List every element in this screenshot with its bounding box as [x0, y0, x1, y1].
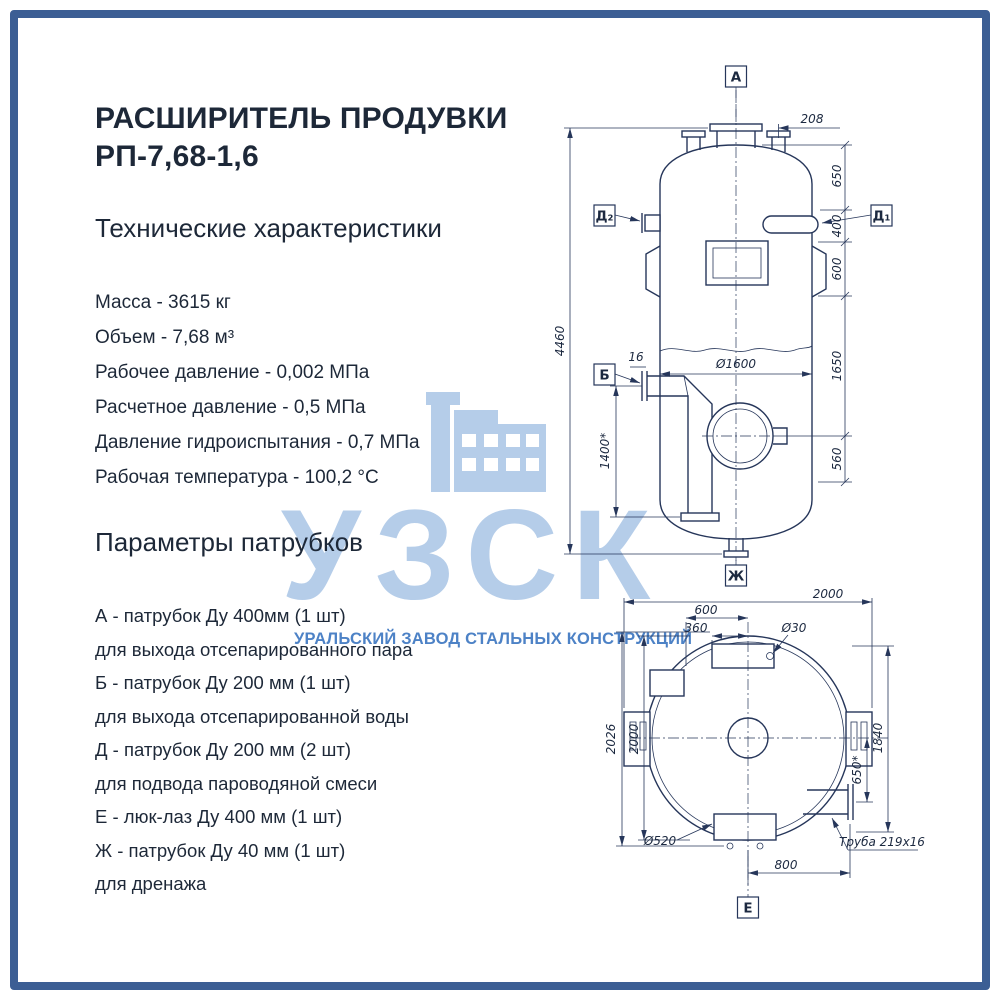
bottom-bracket — [713, 813, 777, 850]
label-d2: Д₂ — [593, 204, 641, 227]
dim-16-label: 16 — [628, 350, 644, 364]
label-d1: Д₁ — [821, 204, 893, 227]
shell-plate-detail — [705, 240, 769, 286]
plan-centerlines — [630, 622, 890, 888]
dim-d1600-label: Ø1600 — [715, 357, 756, 371]
dim-2000-left: 2000 — [627, 635, 690, 841]
dim-208: 208 — [778, 112, 840, 138]
dim-1840-label: 1840 — [871, 722, 885, 753]
dim-600-top-label: 600 — [695, 603, 718, 617]
dim-2000-top: 2000 — [623, 588, 873, 708]
left-bracket — [649, 669, 685, 697]
dim-4460: 4460 — [553, 127, 722, 555]
dim-2026-left: 2026 — [604, 631, 724, 847]
dim-360-top: 360 — [685, 621, 748, 646]
dim-2026-label: 2026 — [604, 723, 618, 754]
label-d2-text: Д₂ — [596, 209, 614, 225]
tech-characteristics-heading: Технические характеристики — [95, 213, 442, 243]
drain-pipe — [803, 784, 854, 820]
dim-d1600: Ø1600 — [660, 357, 812, 377]
nozzle-item: А - патрубок Ду 400мм (1 шт) — [95, 605, 346, 626]
nozzle-parameters-heading: Параметры патрубков — [95, 527, 363, 557]
nozzle-item: для подвода пароводяной смеси — [95, 772, 378, 794]
nozzle-item: Ж - патрубок Ду 40 мм (1 шт) — [95, 839, 346, 861]
top-view-drawing: 2000 600 360 Ø30 2026 2000 — [604, 588, 925, 919]
dim-2000-top-label: 2000 — [813, 588, 844, 601]
label-zh-text: Ж — [728, 569, 745, 585]
dim-600-label: 600 — [830, 257, 844, 280]
label-a-text: А — [731, 70, 742, 86]
dim-d520-label: Ø520 — [643, 834, 677, 848]
factory-icon — [426, 390, 546, 492]
dim-600-top: 600 — [685, 603, 748, 666]
dim-650s-label: 650* — [850, 756, 864, 785]
nozzle-d-right — [762, 215, 819, 234]
dim-650-label: 650 — [830, 164, 844, 187]
dim-1650-label: 1650 — [830, 350, 844, 381]
dim-360-top-label: 360 — [685, 621, 708, 635]
label-a: А — [724, 65, 748, 122]
front-view-drawing: А 208 Д₂ Д₁ Ø1600 16 Б — [553, 65, 893, 587]
label-e: Е — [736, 856, 760, 919]
label-zh: Ж — [724, 557, 748, 587]
spec-item: Рабочая температура - 100,2 °С — [95, 467, 379, 488]
nozzle-item: для выхода отсепарированной воды — [95, 705, 409, 727]
pipe-note-label: Труба 219x16 — [839, 835, 925, 849]
dim-650-right: 650* — [850, 738, 873, 803]
label-b: Б — [593, 363, 641, 386]
dim-16: 16 — [628, 350, 646, 368]
dim-4460-label: 4460 — [553, 325, 567, 356]
dim-800-label: 800 — [775, 858, 798, 872]
dim-1400: 1400* — [598, 385, 680, 518]
page-title: РАСШИРИТЕЛЬ ПРОДУВКИ РП-7,68-1,6 — [95, 102, 508, 173]
spec-item: Расчетное давление - 0,5 МПа — [95, 397, 366, 418]
top-bracket — [711, 643, 775, 669]
watermark-subtitle: УРАЛЬСКИЙ ЗАВОД СТАЛЬНЫХ КОНСТРУКЦИЙ — [294, 630, 693, 648]
pipe-note: Труба 219x16 — [831, 817, 925, 851]
tech-characteristics-list: Масса - 3615 кг Объем - 7,68 м³ Рабочее … — [95, 285, 420, 495]
dim-560-label: 560 — [830, 447, 844, 470]
nozzle-item: для дренажа — [95, 873, 207, 894]
spec-item: Объем - 7,68 м³ — [95, 327, 235, 348]
manhole-front — [702, 402, 788, 470]
dim-1400-label: 1400* — [598, 433, 612, 470]
dim-d30-label: Ø30 — [781, 621, 807, 635]
watermark-logo-text: УЗСК — [281, 484, 665, 627]
dim-2000-left-label: 2000 — [627, 723, 641, 754]
nozzle-parameters-list: А - патрубок Ду 400мм (1 шт) для выхода … — [95, 599, 413, 901]
dim-400-label: 400 — [830, 214, 844, 237]
nozzle-item: Б - патрубок Ду 200 мм (1 шт) — [95, 672, 351, 693]
dim-d520: Ø520 — [643, 823, 713, 848]
dim-800-bottom: 800 — [747, 824, 851, 878]
dim-chain-right: 650 400 600 1650 560 — [762, 140, 852, 487]
dim-208-label: 208 — [801, 112, 824, 126]
spec-item: Рабочее давление - 0,002 МПа — [95, 362, 370, 383]
dim-1840-right: 1840 — [852, 645, 894, 833]
support-lugs — [645, 245, 827, 298]
spec-item: Масса - 3615 кг — [95, 292, 231, 313]
nozzle-item: Е - люк-лаз Ду 400 мм (1 шт) — [95, 806, 343, 827]
label-d1-text: Д₁ — [873, 209, 891, 225]
liquid-level-line — [659, 345, 813, 352]
spec-item: Давление гидроиспытания - 0,7 МПа — [95, 432, 420, 453]
nozzle-item: для выхода отсепарированного пара — [95, 638, 413, 660]
label-e-text: Е — [743, 901, 752, 917]
nozzle-item: Д - патрубок Ду 200 мм (2 шт) — [95, 739, 351, 760]
label-b-text: Б — [599, 368, 609, 384]
dim-d30: Ø30 — [772, 621, 807, 654]
nozzle-d-left — [641, 213, 661, 233]
